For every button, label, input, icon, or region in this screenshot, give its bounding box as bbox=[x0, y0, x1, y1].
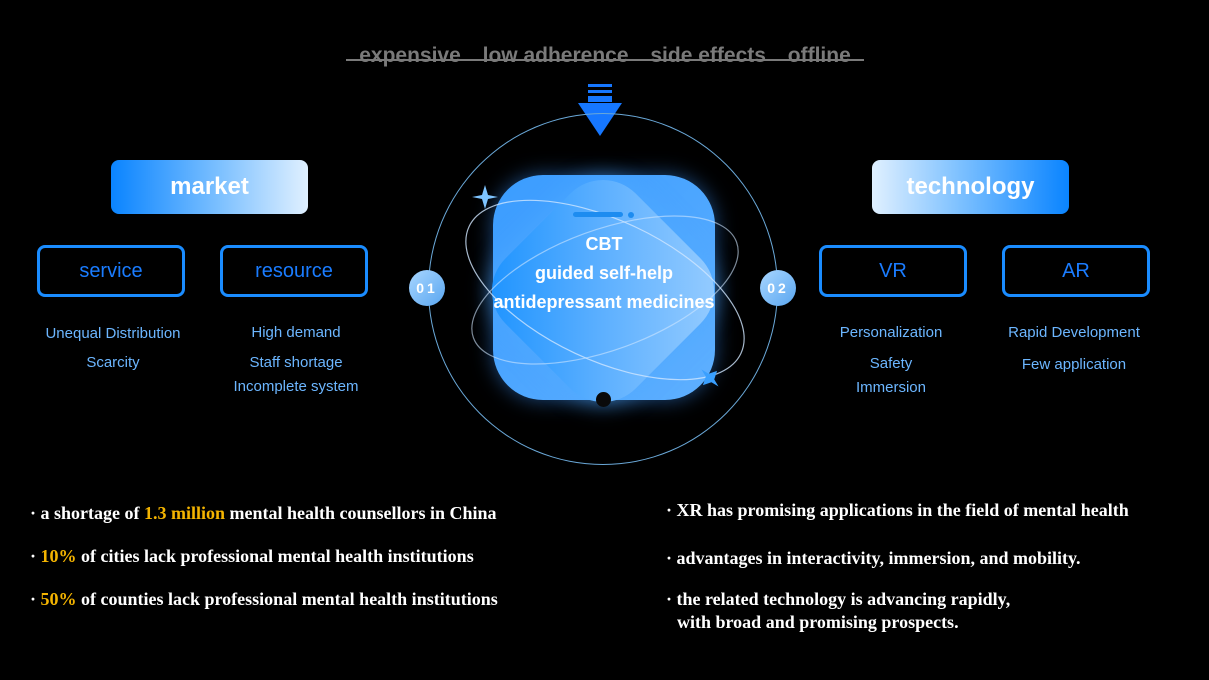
center-line-guided: guided self-help bbox=[534, 263, 673, 283]
struck-problems: expensive low adherence side effects off… bbox=[330, 44, 880, 68]
problem-offline: offline bbox=[787, 44, 851, 67]
service-items: Unequal Distribution Scarcity bbox=[13, 325, 213, 378]
item: Safety bbox=[869, 355, 913, 372]
market-header: market bbox=[111, 160, 308, 214]
center-text: CBT guided self-help antidepressant medi… bbox=[473, 230, 735, 317]
item: High demand bbox=[251, 324, 341, 341]
left-bullet: · 10% of cities lack professional mental… bbox=[30, 546, 474, 566]
item: Rapid Development bbox=[1008, 324, 1140, 341]
right-bullet-continued: with broad and promising prospects. bbox=[677, 612, 959, 632]
resource-items: High demand Staff shortage Incomplete sy… bbox=[196, 324, 396, 402]
category-resource: resource bbox=[220, 245, 368, 297]
item: Immersion bbox=[855, 379, 926, 396]
left-bullet: · a shortage of 1.3 million mental healt… bbox=[30, 503, 497, 523]
right-bullet: · XR has promising applications in the f… bbox=[666, 500, 1129, 520]
problem-low-adherence: low adherence bbox=[482, 44, 629, 67]
strikethrough-line bbox=[346, 59, 864, 61]
ar-items: Rapid Development Few application bbox=[974, 324, 1174, 380]
sparkle-icon bbox=[472, 185, 498, 209]
category-ar: AR bbox=[1002, 245, 1150, 297]
right-bullet: · the related technology is advancing ra… bbox=[666, 589, 1011, 609]
sparkle-icon bbox=[701, 369, 719, 387]
vr-items: Personalization Safety Immersion bbox=[791, 324, 991, 403]
category-vr: VR bbox=[819, 245, 967, 297]
item: Staff shortage bbox=[249, 354, 343, 371]
left-bullet: · 50% of counties lack professional ment… bbox=[30, 589, 498, 609]
technology-header: technology bbox=[872, 160, 1069, 214]
item: Scarcity bbox=[86, 354, 140, 371]
item: Incomplete system bbox=[233, 378, 359, 395]
center-line-medicines: antidepressant medicines bbox=[493, 292, 715, 312]
item: Personalization bbox=[839, 324, 943, 341]
badge-02: 02 bbox=[760, 270, 796, 306]
right-bullet: · advantages in interactivity, immersion… bbox=[666, 548, 1081, 568]
item: Few application bbox=[1021, 356, 1127, 373]
problem-side-effects: side effects bbox=[650, 44, 766, 67]
home-button-dot bbox=[596, 392, 611, 407]
category-service: service bbox=[37, 245, 185, 297]
orbit-lines bbox=[465, 185, 745, 387]
speaker-bar bbox=[573, 212, 623, 217]
badge-01: 01 bbox=[409, 270, 445, 306]
problem-expensive: expensive bbox=[359, 44, 461, 67]
center-line-cbt: CBT bbox=[585, 234, 623, 254]
item: Unequal Distribution bbox=[45, 325, 181, 342]
camera-dot bbox=[628, 212, 634, 218]
